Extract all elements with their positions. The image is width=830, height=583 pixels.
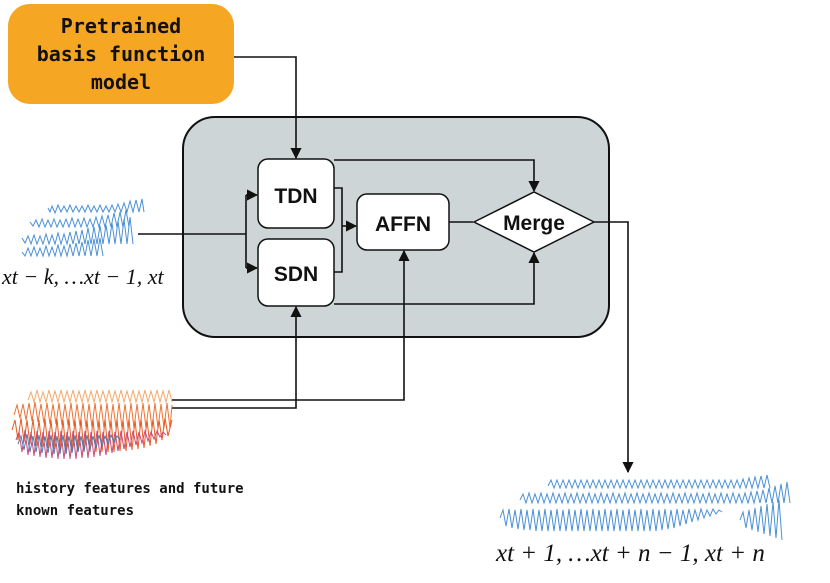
history-label-line-2: known features bbox=[16, 503, 135, 519]
tdn-to-bracket bbox=[334, 187, 343, 273]
sdn-label: SDN bbox=[274, 263, 318, 286]
history-label-line-1: history features and future bbox=[16, 481, 244, 497]
input-sequence-formula: xt − k, …xt − 1, xt bbox=[2, 264, 164, 289]
pretrained-line-3: model bbox=[90, 70, 152, 94]
history-to-affn bbox=[172, 249, 410, 401]
history-to-sdn bbox=[172, 305, 302, 409]
output-sequence-formula: xt + 1, …xt + n − 1, xt + n bbox=[496, 540, 765, 567]
input-series-plot bbox=[21, 198, 145, 258]
affn-label: AFFN bbox=[375, 213, 431, 236]
merge-to-output bbox=[594, 221, 634, 474]
pretrained-to-tdn bbox=[234, 56, 302, 160]
connectors bbox=[138, 56, 634, 474]
pretrained-line-2: basis function bbox=[36, 42, 206, 66]
output-series-plot bbox=[499, 474, 791, 541]
tdn-label: TDN bbox=[274, 185, 317, 208]
pretrained-box bbox=[8, 4, 234, 104]
merge-label: Merge bbox=[503, 212, 565, 235]
history-features-label: history features and future known featur… bbox=[16, 478, 336, 522]
tdn-to-merge bbox=[334, 159, 540, 193]
history-series-plot bbox=[11, 389, 173, 460]
pretrained-label: Pretrained basis function model bbox=[8, 4, 234, 104]
pretrained-line-1: Pretrained bbox=[60, 14, 182, 38]
sdn-to-merge bbox=[334, 251, 540, 305]
